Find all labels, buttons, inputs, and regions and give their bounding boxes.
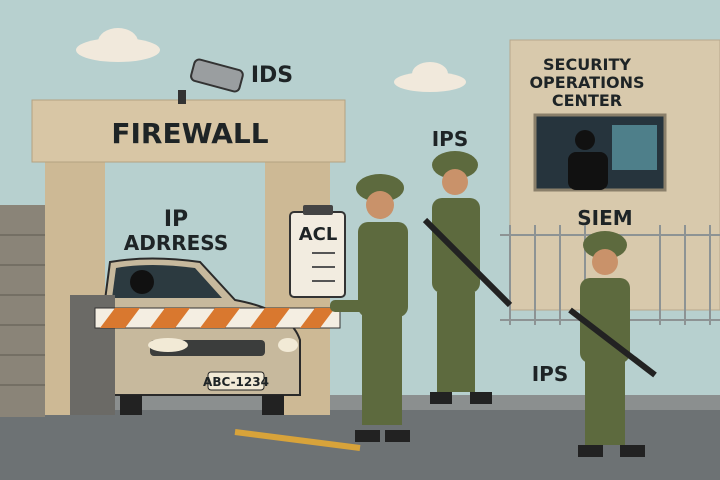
soldier-ips-bottom <box>568 231 657 457</box>
ip-label-line2: ADRRESS <box>124 231 228 255</box>
firewall-gate <box>31 99 346 163</box>
soc-label-line2: OPERATIONS <box>529 73 644 92</box>
monitor <box>612 125 657 170</box>
operator-body <box>568 152 608 190</box>
soc-label-line3: CENTER <box>552 91 622 110</box>
security-camera-icon <box>178 58 244 104</box>
curb <box>0 395 720 410</box>
barrier-arm <box>94 307 341 329</box>
acl-label: ACL <box>299 224 338 245</box>
license-plate: ABC-1234 <box>203 375 269 389</box>
ip-label-line1: IP <box>164 207 188 232</box>
firewall-label: FIREWALL <box>111 117 268 150</box>
driver <box>130 270 154 294</box>
clouds <box>76 28 466 92</box>
ids-label: IDS <box>251 63 293 88</box>
soldier-acl <box>330 174 410 442</box>
road-marking <box>234 429 361 451</box>
road <box>0 405 720 480</box>
soc-label-line1: SECURITY <box>543 55 631 74</box>
ips-label-bottom: IPS <box>532 362 569 386</box>
acl-clipboard: ACL <box>289 205 346 298</box>
brick-wall <box>0 205 45 417</box>
operator <box>575 130 595 150</box>
soldier-ips-top <box>422 151 513 404</box>
siem-label: SIEM <box>577 206 632 230</box>
brick-lines <box>0 234 45 386</box>
ips-label-top: IPS <box>432 127 469 151</box>
